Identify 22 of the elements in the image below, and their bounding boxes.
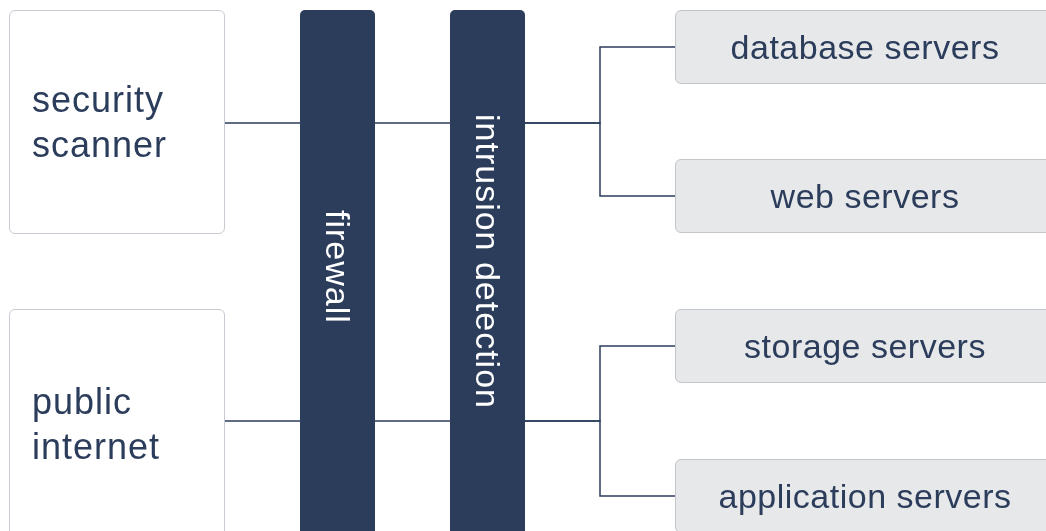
connector-line bbox=[224, 420, 301, 422]
server-box bbox=[675, 309, 1046, 383]
intrusion-detection-bar bbox=[450, 10, 525, 531]
node-label: security scanner bbox=[32, 78, 169, 167]
node-label: intrusion detection bbox=[468, 114, 507, 411]
source-box bbox=[9, 309, 225, 531]
connector-line bbox=[374, 122, 451, 124]
node-label: web servers bbox=[770, 176, 960, 216]
connector-line bbox=[224, 122, 301, 124]
source-box bbox=[9, 10, 225, 234]
server-box bbox=[675, 10, 1046, 84]
node-label: firewall bbox=[318, 210, 357, 326]
connector-line bbox=[374, 420, 451, 422]
server-box bbox=[675, 159, 1046, 233]
firewall-bar bbox=[300, 10, 375, 531]
connector-line bbox=[524, 420, 676, 497]
node-label: storage servers bbox=[744, 326, 986, 366]
node-label: public internet bbox=[32, 380, 162, 469]
server-box bbox=[675, 459, 1046, 531]
connector-line bbox=[524, 122, 676, 197]
node-label: application servers bbox=[718, 476, 1012, 516]
node-label: database servers bbox=[730, 27, 1000, 67]
